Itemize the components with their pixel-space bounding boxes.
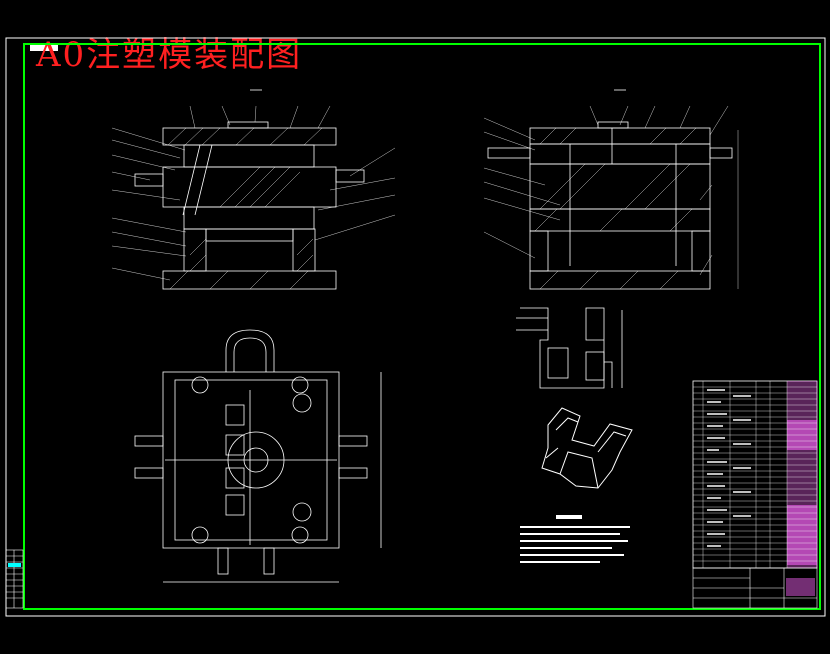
inner-frame	[23, 43, 821, 610]
section-left-leaders	[111, 105, 396, 281]
title-block-highlight	[786, 578, 815, 596]
section-right-hatch	[534, 127, 697, 290]
plan-view-circles	[191, 376, 312, 544]
parts-list-text-marks	[707, 389, 751, 547]
left-table-mark	[8, 563, 21, 567]
plan-view	[134, 329, 382, 583]
outer-border	[5, 37, 826, 617]
isometric-part	[541, 407, 633, 489]
layout-tab-marker	[30, 44, 58, 51]
section-view-left	[134, 89, 365, 290]
left-margin-table	[5, 549, 24, 609]
section-view-right	[487, 89, 733, 290]
title-block	[692, 567, 818, 609]
technical-requirements	[520, 515, 630, 563]
section-left-hatch	[167, 127, 323, 290]
parts-list-grid	[693, 381, 817, 568]
section-right-leaders	[483, 105, 739, 289]
part-detail-view	[516, 307, 623, 389]
